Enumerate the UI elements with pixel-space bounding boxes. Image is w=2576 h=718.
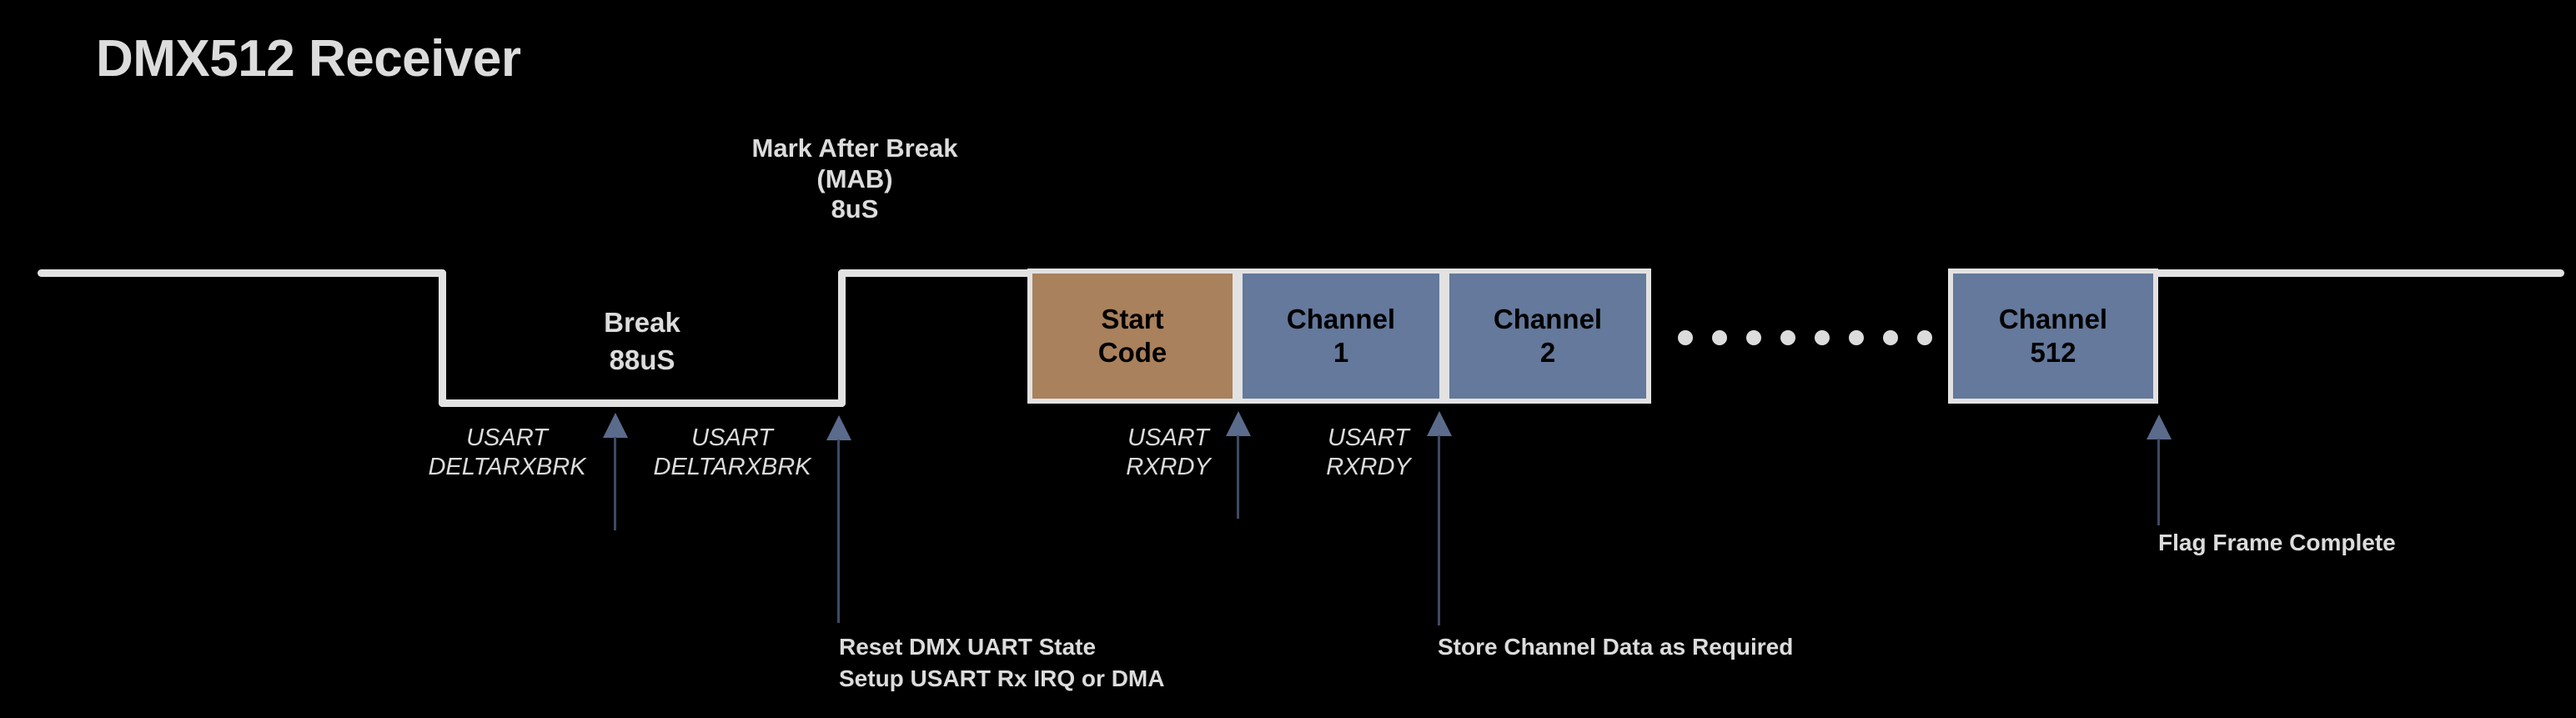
ellipsis-dot	[1780, 330, 1795, 345]
waveform-mab-high	[838, 269, 1034, 277]
note-store-channel-data: Store Channel Data as Required	[1438, 634, 1794, 660]
slot-start-code[interactable]: Start Code	[1027, 269, 1238, 404]
waveform-idle-high-right	[2152, 269, 2564, 277]
ellipsis-dot	[1849, 330, 1864, 345]
slot-label: Channel 1	[1286, 303, 1396, 368]
slot-label: Start Code	[1097, 303, 1167, 368]
mab-label: Mark After Break (MAB) 8uS	[751, 133, 958, 224]
arrow-line-rxrdy-1	[1237, 435, 1239, 519]
slot-channel-2[interactable]: Channel 2	[1444, 269, 1651, 404]
ellipsis-dots	[1678, 330, 1936, 347]
arrow-head-rxrdy-1	[1226, 411, 1251, 436]
arrow-head-frame-complete	[2147, 414, 2172, 439]
signal-usart-rxrdy-1: USART RXRDY	[1126, 424, 1211, 481]
arrow-line-frame-complete	[2157, 439, 2160, 525]
arrow-line-deltarxbrk-1	[614, 437, 616, 530]
arrow-head-deltarxbrk-1	[603, 413, 628, 438]
waveform-break-low	[439, 399, 846, 407]
waveform-rising-edge	[838, 269, 846, 407]
slot-label: Channel 512	[1998, 303, 2108, 368]
break-label: Break 88uS	[604, 307, 680, 375]
slot-label: Channel 2	[1493, 303, 1603, 368]
ellipsis-dot	[1746, 330, 1761, 345]
arrow-line-rxrdy-2	[1438, 435, 1440, 625]
note-reset-dmx-uart-state: Reset DMX UART State Setup USART Rx IRQ …	[839, 634, 1165, 691]
slot-channel-1[interactable]: Channel 1	[1238, 269, 1444, 404]
signal-usart-deltarxbrk-2: USART DELTARXBRK	[653, 424, 811, 481]
ellipsis-dot	[1883, 330, 1898, 345]
waveform-idle-high-left	[38, 269, 446, 277]
ellipsis-dot	[1712, 330, 1727, 345]
arrow-line-deltarxbrk-2	[837, 439, 840, 623]
arrow-head-deltarxbrk-2	[826, 415, 851, 440]
ellipsis-dot	[1678, 330, 1693, 345]
signal-usart-deltarxbrk-1: USART DELTARXBRK	[428, 424, 586, 481]
page-title: DMX512 Receiver	[96, 30, 521, 88]
waveform-falling-edge	[439, 269, 446, 407]
signal-usart-rxrdy-2: USART RXRDY	[1326, 424, 1411, 481]
slot-channel-512[interactable]: Channel 512	[1948, 269, 2158, 404]
ellipsis-dot	[1917, 330, 1932, 345]
arrow-head-rxrdy-2	[1427, 411, 1452, 436]
ellipsis-dot	[1815, 330, 1830, 345]
note-flag-frame-complete: Flag Frame Complete	[2158, 530, 2396, 555]
